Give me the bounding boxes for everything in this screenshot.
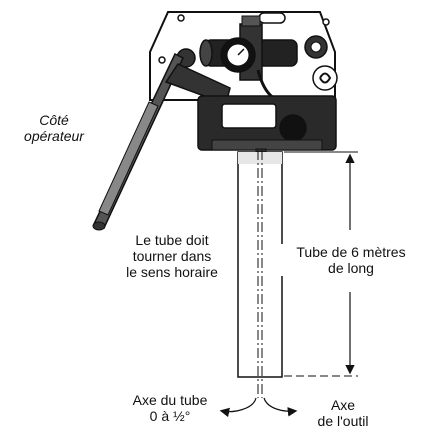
handle-end (92, 221, 106, 231)
tube-length-label: Tube de 6 mètres de long (278, 244, 424, 276)
selector-dial (312, 65, 338, 91)
gearbox-base (211, 139, 323, 151)
rotation-note-line1: Le tube doit (135, 232, 209, 248)
rotation-note-line2: tourner dans (132, 248, 212, 264)
tool-axis-label: Axe de l'outil (298, 397, 388, 429)
tube-length-line1: Tube de 6 mètres (296, 244, 406, 260)
tool-axis-arrow (263, 397, 298, 417)
rotation-note-line3: le sens horaire (126, 264, 218, 280)
pipe (237, 151, 283, 378)
top-fitting (241, 15, 261, 27)
handle-grip (98, 101, 159, 216)
tube-length-line2: de long (328, 260, 374, 276)
selector-dial-symbol (319, 72, 332, 84)
rotation-note: Le tube doit tourner dans le sens horair… (110, 232, 234, 280)
tool-axis-line1: Axe (330, 397, 356, 413)
operator-side-line2: opérateur (24, 128, 84, 144)
operator-side-label: Côté opérateur (12, 112, 96, 144)
tube-axis-arrow (219, 397, 257, 418)
pipe-top-shade (238, 152, 282, 164)
cylinder-cap (199, 39, 213, 67)
operator-side-line1: Côté (39, 112, 69, 128)
gearbox-cap (279, 114, 307, 142)
plate-hole (322, 18, 330, 26)
tool-axis-line2: de l'outil (317, 413, 369, 429)
control-knob-center (310, 41, 322, 53)
tube-axis-line2: 0 à ½° (149, 408, 191, 424)
plate-hole (177, 14, 185, 22)
gearbox-window (221, 103, 277, 129)
plate-slot (258, 12, 286, 24)
gauge-needle (237, 48, 245, 56)
tube-axis-label: Axe du tube 0 à ½° (118, 392, 222, 424)
plate-hole (158, 56, 166, 64)
tube-axis-line1: Axe du tube (132, 392, 208, 408)
